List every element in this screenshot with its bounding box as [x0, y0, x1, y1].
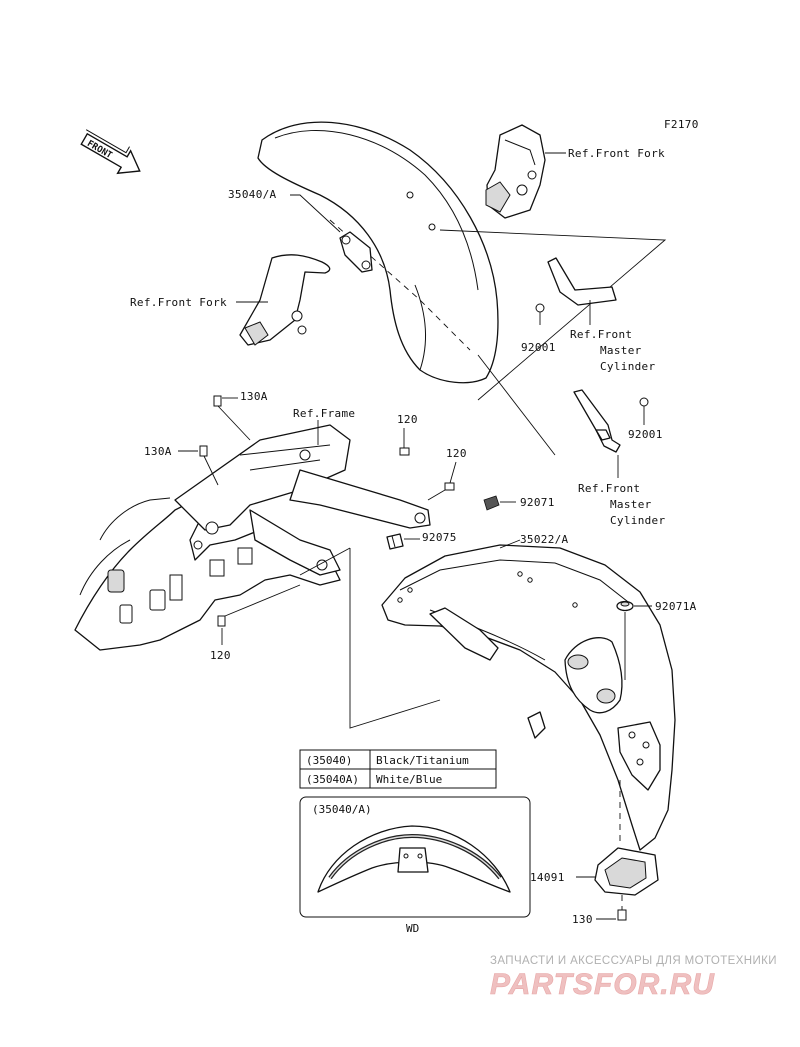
- color-table-color-1: Black/Titanium: [376, 754, 469, 767]
- label-part-92071a: 92071A: [655, 600, 697, 613]
- label-bolt-130a-top: 130A: [240, 390, 268, 403]
- label-part-92071: 92071: [520, 496, 555, 509]
- bolt-130: [617, 895, 627, 921]
- part-92075: [386, 533, 404, 550]
- master-cylinder-bracket-b: [573, 389, 649, 453]
- part-92071a: [616, 600, 634, 680]
- bolt-120-a: [399, 428, 410, 456]
- watermark: ЗАПЧАСТИ И АКСЕССУАРЫ ДЛЯ МОТОТЕХНИКИ PA…: [490, 955, 777, 1001]
- label-bolt-92001-a: 92001: [521, 341, 556, 354]
- watermark-logo: PARTSFOR.RU: [490, 968, 715, 1001]
- color-table-color-2: White/Blue: [376, 773, 442, 786]
- inset-caption: WD: [406, 922, 419, 935]
- label-bolt-120-c: 120: [210, 649, 231, 662]
- label-bolt-92001-b: 92001: [628, 428, 663, 441]
- front-arrow-icon: FRONT: [80, 129, 141, 175]
- ref-master-cylinder-b-line2: Master: [610, 498, 652, 511]
- watermark-line1: ЗАПЧАСТИ И АКСЕССУАРЫ ДЛЯ МОТОТЕХНИКИ: [490, 955, 777, 967]
- label-bolt-130: 130: [572, 913, 593, 926]
- frame-assembly: [74, 424, 431, 651]
- bolt-120-b: [427, 461, 457, 501]
- ref-master-cylinder-b-line1: Ref.Front: [578, 482, 640, 495]
- color-table: (35040) Black/Titanium (35040A) White/Bl…: [299, 749, 497, 789]
- label-ref-master-cylinder-b: Ref.Front Master Cylinder: [578, 482, 665, 527]
- label-part-92075: 92075: [422, 531, 457, 544]
- ref-master-cylinder-a-line1: Ref.Front: [570, 328, 632, 341]
- part-92071: [483, 495, 500, 511]
- part-14091: [594, 847, 659, 896]
- front-fork-bracket-top: [485, 124, 546, 219]
- label-bolt-120-b: 120: [446, 447, 467, 460]
- label-rear-fender: 35022/A: [520, 533, 569, 546]
- inset-box: (35040/A) WD: [299, 796, 531, 935]
- color-table-code-1: (35040): [306, 754, 352, 767]
- front-fork-lower-left: [239, 231, 373, 346]
- label-bolt-120-a: 120: [397, 413, 418, 426]
- label-front-fender: 35040/A: [228, 188, 277, 201]
- label-ref-front-fork-top: Ref.Front Fork: [568, 147, 665, 160]
- label-ref-frame: Ref.Frame: [293, 407, 355, 420]
- inset-title: (35040/A): [312, 803, 372, 816]
- master-cylinder-bracket-a: [535, 257, 617, 325]
- bolt-120-c: [217, 584, 301, 645]
- ref-master-cylinder-a-line3: Cylinder: [600, 360, 655, 373]
- rear-fender: [381, 544, 676, 851]
- ref-master-cylinder-a-line2: Master: [600, 344, 642, 357]
- bolt-130a-left: [199, 445, 219, 486]
- color-table-code-2: (35040A): [306, 773, 359, 786]
- diagram-code: F2170: [664, 118, 699, 131]
- ref-master-cylinder-b-line3: Cylinder: [610, 514, 665, 527]
- label-bolt-130a-left: 130A: [144, 445, 172, 458]
- label-part-14091: 14091: [530, 871, 565, 884]
- front-fender: [257, 121, 499, 384]
- label-ref-master-cylinder-a: Ref.Front Master Cylinder: [570, 328, 655, 373]
- bolt-130a-top: [213, 395, 251, 441]
- label-ref-front-fork-left: Ref.Front Fork: [130, 296, 227, 309]
